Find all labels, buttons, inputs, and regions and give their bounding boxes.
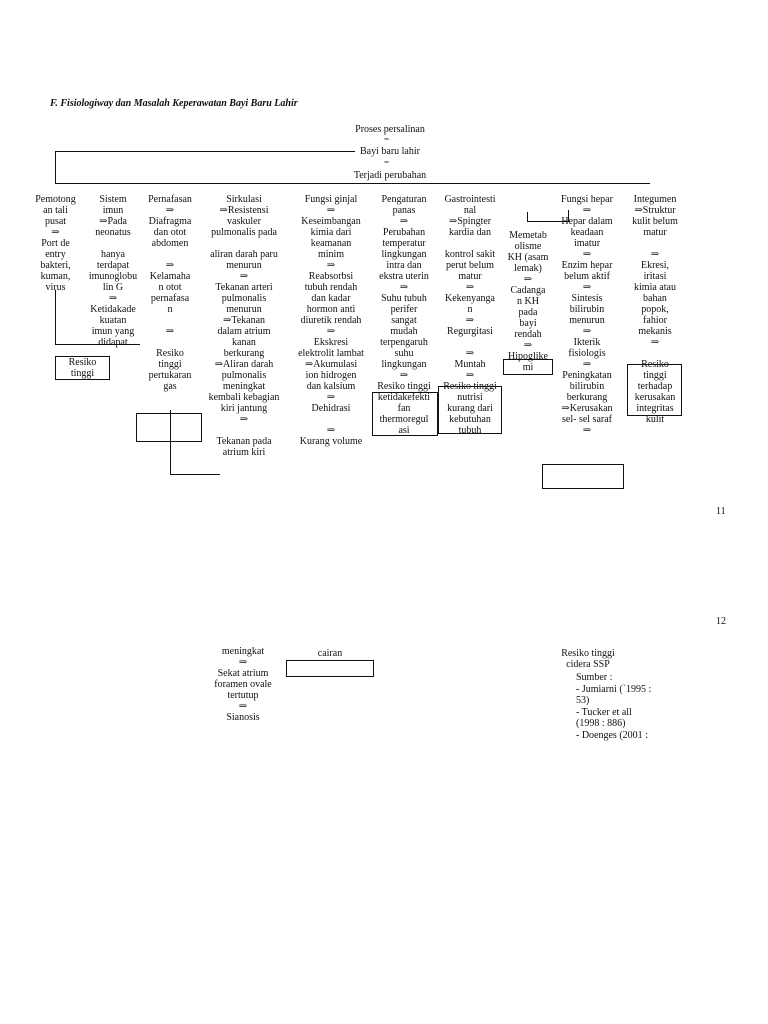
page-number: 12 (716, 616, 726, 627)
column-fungsi-hepar: Fungsi hepar ⇒ Hepar dalam keadaan imatu… (561, 194, 613, 436)
diagnosis-box (503, 359, 553, 375)
resiko-tinggi-label: Resiko tinggi (68, 357, 97, 379)
connector-line (527, 212, 528, 222)
chain-bayi-baru-lahir: Bayi baru lahir (360, 146, 420, 157)
diagnosis-box (372, 392, 438, 436)
sources-title: Sumber : (576, 672, 613, 683)
connector-line (55, 290, 56, 345)
column-fungsi-ginjal: Fungsi ginjal ⇒ Keseimbangan kimia dari … (298, 194, 364, 447)
diagnosis-box (136, 413, 202, 442)
diagnosis-box (55, 356, 110, 380)
diagnosis-box (627, 364, 682, 416)
source-item: - Tucker et all (1998 : 886) (576, 707, 632, 729)
ginjal-continuation: cairan (317, 648, 343, 659)
column-tali-pusat: Pemotong an tali pusat ⇒ Port de entry b… (35, 194, 76, 293)
column-integumen: Integumen ⇒Struktur kulit belum matur ⇒ … (632, 194, 678, 425)
connector-line (55, 151, 56, 184)
arrow-icon: ⇒ (384, 160, 390, 166)
diagnosis-box (286, 660, 374, 677)
connector-line (568, 210, 569, 222)
branch-line (55, 183, 650, 184)
column-sistem-imun: Sistem imun ⇒Pada neonatus hanya terdapa… (88, 194, 138, 348)
diagnosis-box (438, 386, 502, 434)
column-pernafasan: Pernafasan ⇒ Diafragma dan otot abdomen … (148, 194, 192, 392)
connector-line (55, 344, 140, 345)
column-pengaturan-panas: Pengaturan panas ⇒ Perubahan temperatur … (377, 194, 431, 436)
arrow-icon: ⇒ (384, 137, 390, 143)
chain-proses-persalinan: Proses persalinan (355, 124, 425, 135)
sirkulasi-continuation: meningkat ⇒ Sekat atrium foramen ovale t… (214, 646, 272, 723)
column-sirkulasi: Sirkulasi ⇒Resistensi vaskuler pulmonali… (208, 194, 280, 458)
page-title: F. Fisiologiway dan Masalah Keperawatan … (50, 98, 298, 109)
column-metabolisme-kh: Memetab olisme KH (asam lemak) ⇒ Cadanga… (507, 230, 549, 373)
connector-line (55, 151, 355, 152)
chain-terjadi-perubahan: Terjadi perubahan (353, 170, 427, 181)
hepar-continuation: Resiko tinggi cidera SSP (561, 648, 615, 670)
connector-line (527, 221, 569, 222)
source-item: - Jumiarni (`1995 : 53) (576, 684, 652, 706)
connector-line (170, 410, 171, 475)
page-number: 11 (716, 506, 726, 517)
diagnosis-box (542, 464, 624, 489)
connector-line (170, 474, 220, 475)
source-item: - Doenges (2001 : (576, 730, 648, 741)
